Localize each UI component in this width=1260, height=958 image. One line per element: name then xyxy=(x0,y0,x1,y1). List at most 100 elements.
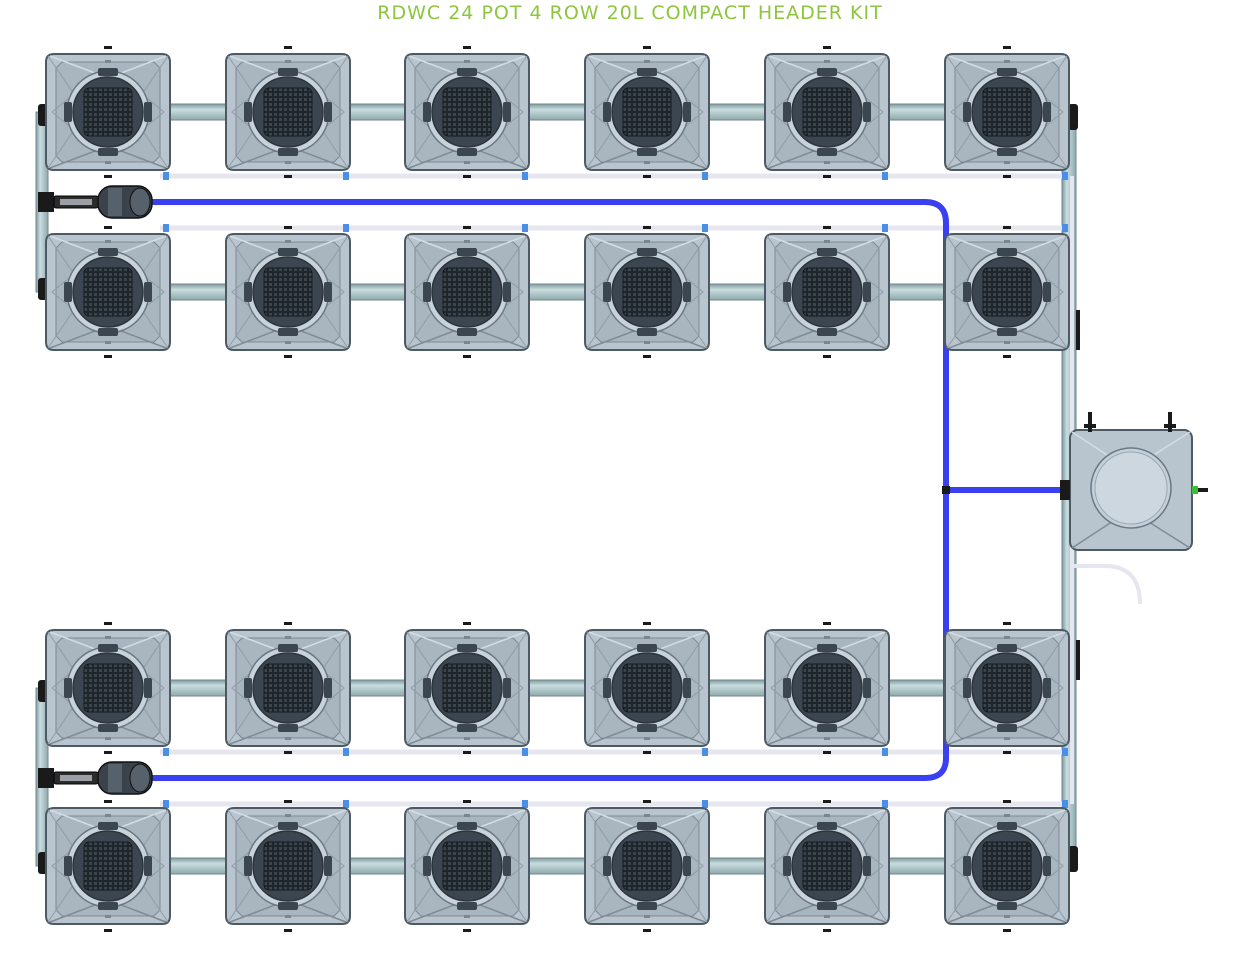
pot-icon[interactable] xyxy=(584,53,710,171)
pot-icon[interactable] xyxy=(944,807,1070,925)
tube-connector xyxy=(343,800,349,808)
tube-connector xyxy=(522,224,528,232)
pot-clip xyxy=(104,355,112,358)
pot-icon[interactable] xyxy=(764,629,890,747)
header-fitting xyxy=(1088,412,1092,432)
tube-connector xyxy=(343,748,349,756)
pot-clip xyxy=(284,929,292,932)
header-fitting xyxy=(1168,412,1172,432)
pot-icon[interactable] xyxy=(225,233,351,351)
pot-clip xyxy=(1003,226,1011,229)
pot-clip xyxy=(104,175,112,178)
pipe-clip xyxy=(1076,640,1080,680)
tube-connector xyxy=(882,224,888,232)
pot-clip xyxy=(1003,46,1011,49)
pot-clip xyxy=(284,46,292,49)
pot-clip xyxy=(1003,355,1011,358)
pot-clip xyxy=(823,622,831,625)
pot-icon[interactable] xyxy=(45,807,171,925)
pot-icon[interactable] xyxy=(584,629,710,747)
pump-icon[interactable] xyxy=(38,185,153,219)
tubing-layer xyxy=(150,172,1142,808)
pot-icon[interactable] xyxy=(404,629,530,747)
green-fitting xyxy=(1192,486,1198,494)
pot-icon[interactable] xyxy=(45,233,171,351)
pot-icon[interactable] xyxy=(404,53,530,171)
pump-fitting xyxy=(38,768,54,788)
pot-icon[interactable] xyxy=(225,53,351,171)
drain-tube xyxy=(1072,564,1142,605)
pot-icon[interactable] xyxy=(764,53,890,171)
pot-clip xyxy=(643,622,651,625)
pot-clip xyxy=(104,751,112,754)
tube-connector xyxy=(702,748,708,756)
tube-connector xyxy=(522,800,528,808)
pot-icon[interactable] xyxy=(225,807,351,925)
pot-clip xyxy=(463,355,471,358)
pot-clip xyxy=(463,46,471,49)
pot-clip xyxy=(463,751,471,754)
tube-connector xyxy=(163,800,169,808)
pot-icon[interactable] xyxy=(45,629,171,747)
pot-icon[interactable] xyxy=(584,807,710,925)
pipework-layer xyxy=(35,103,1080,875)
pot-clip xyxy=(823,175,831,178)
pot-clip xyxy=(643,800,651,803)
pots-layer xyxy=(45,53,1070,925)
pot-clip xyxy=(104,46,112,49)
pot-clip xyxy=(643,226,651,229)
pot-icon[interactable] xyxy=(944,233,1070,351)
tube-connector xyxy=(1062,748,1068,756)
pipe-clip xyxy=(1076,310,1080,350)
header-fitting xyxy=(1164,424,1176,428)
tube-connector xyxy=(702,172,708,180)
tube-connector xyxy=(522,748,528,756)
pump-highlight xyxy=(108,188,122,216)
pot-icon[interactable] xyxy=(404,233,530,351)
pot-icon[interactable] xyxy=(944,53,1070,171)
pot-clip xyxy=(463,800,471,803)
tube-connector xyxy=(343,172,349,180)
pot-clip xyxy=(823,46,831,49)
pot-clip xyxy=(643,46,651,49)
tube-connector xyxy=(522,172,528,180)
pot-icon[interactable] xyxy=(404,807,530,925)
pot-icon[interactable] xyxy=(45,53,171,171)
pot-icon[interactable] xyxy=(764,807,890,925)
pump-adapter-band xyxy=(60,199,92,205)
pot-clip xyxy=(104,800,112,803)
pot-clip xyxy=(463,226,471,229)
pot-clip xyxy=(284,175,292,178)
pot-clip xyxy=(104,622,112,625)
diagram-title: RDWC 24 POT 4 ROW 20L COMPACT HEADER KIT xyxy=(377,2,883,24)
tube-connector xyxy=(882,748,888,756)
pot-clip xyxy=(1003,622,1011,625)
tube-connector xyxy=(1062,800,1068,808)
pot-icon[interactable] xyxy=(584,233,710,351)
header-tank-icon[interactable] xyxy=(1060,412,1208,551)
pot-clip xyxy=(823,226,831,229)
pot-clip xyxy=(643,929,651,932)
pot-icon[interactable] xyxy=(764,233,890,351)
tube-connector xyxy=(1062,224,1068,232)
pump-icon[interactable] xyxy=(38,761,153,795)
tube-connector xyxy=(1062,172,1068,180)
pot-clip xyxy=(1003,175,1011,178)
fittings-layer xyxy=(38,46,1208,932)
pot-clip xyxy=(284,355,292,358)
pot-clip xyxy=(104,226,112,229)
pot-icon[interactable] xyxy=(944,629,1070,747)
tube-connector xyxy=(702,800,708,808)
pot-clip xyxy=(1003,800,1011,803)
elbow-fitting xyxy=(1068,104,1078,130)
header-fitting xyxy=(1084,424,1096,428)
pump-highlight xyxy=(108,764,122,792)
pot-clip xyxy=(463,175,471,178)
tube-connector xyxy=(163,224,169,232)
pump-cap xyxy=(129,763,151,793)
pot-clip xyxy=(823,751,831,754)
pot-icon[interactable] xyxy=(225,629,351,747)
pot-clip xyxy=(284,751,292,754)
output-stub xyxy=(1198,488,1208,492)
